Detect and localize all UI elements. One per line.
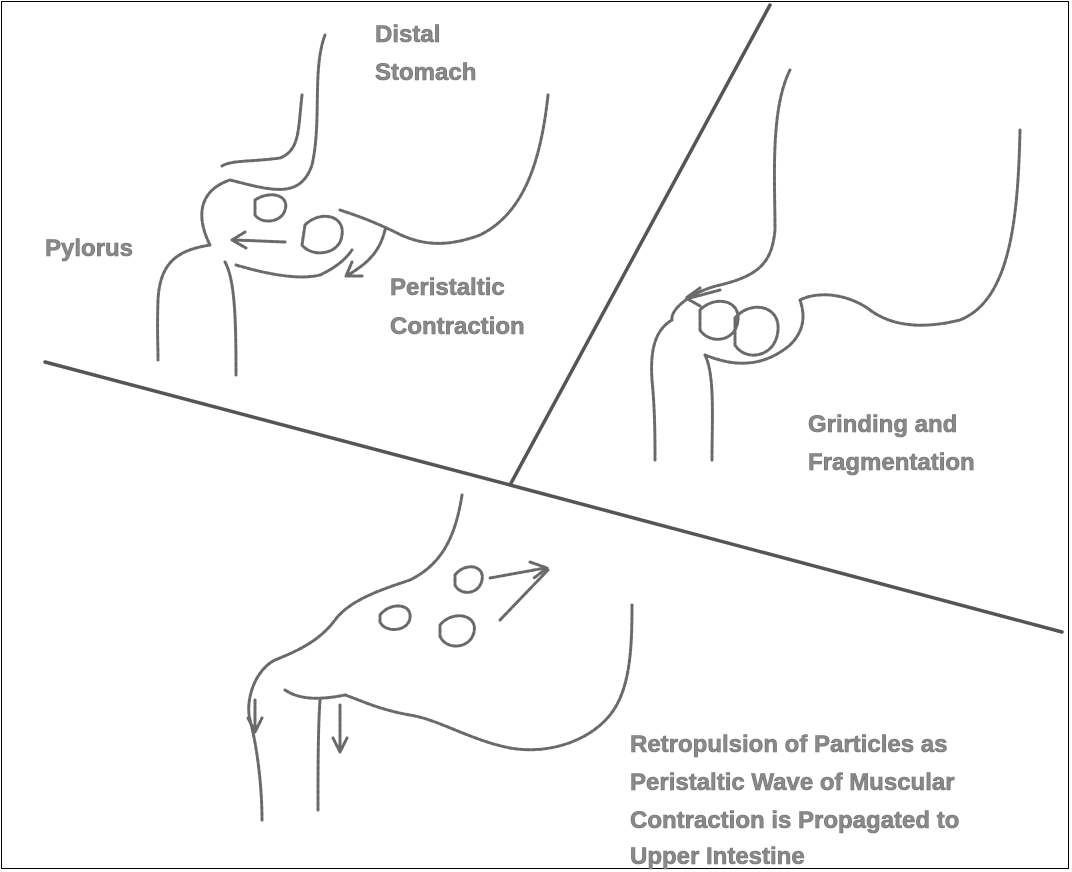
label-grinding: Grinding and (808, 411, 957, 438)
retro-stomach-upper (275, 495, 462, 660)
food-particle-2 (302, 216, 342, 253)
grinding-particle-1 (700, 301, 738, 339)
retro-arrow-down-2 (333, 705, 347, 752)
retro-arrow-diagonal (500, 570, 548, 620)
diagonal-divider-upper (510, 5, 770, 485)
grinding-stomach-right (800, 130, 1020, 325)
panel-dividers (45, 5, 1062, 632)
retro-duodenum-right-wall (318, 700, 320, 810)
grinding-duodenum-left (652, 320, 672, 460)
label-contraction: Contraction (390, 313, 525, 340)
retro-duodenum-left-wall (249, 660, 275, 820)
label-retropulsion-3: Contraction is Propagated to (630, 807, 959, 834)
stomach-curvature (340, 95, 548, 243)
retro-arrow-upper (490, 562, 547, 578)
grinding-duodenum-right (705, 355, 712, 460)
retro-particle-1 (455, 567, 482, 593)
diagram-labels: Distal Stomach Pylorus Peristaltic Contr… (45, 21, 975, 870)
retro-inner-wall (285, 690, 345, 698)
stomach-outline-upper (202, 35, 325, 245)
food-particle-1 (255, 195, 286, 221)
grinding-stomach-left (672, 70, 790, 320)
contraction-arrow (346, 230, 385, 276)
grinding-particle-2 (735, 307, 778, 355)
stomach-inner-wall (222, 95, 302, 166)
retro-particle-3 (440, 616, 474, 646)
label-fragmentation: Fragmentation (808, 449, 975, 476)
label-distal: Distal (375, 21, 440, 48)
label-retropulsion-1: Retropulsion of Particles as (630, 731, 947, 758)
pylorus-arrow (232, 232, 285, 248)
antrum-lower-wall (236, 250, 352, 277)
retro-particle-2 (380, 606, 410, 630)
label-retropulsion-4: Upper Intestine (630, 843, 805, 870)
label-peristaltic: Peristaltic (390, 274, 505, 301)
retro-stomach-curve (345, 605, 632, 750)
duodenum-left-wall (158, 245, 210, 360)
duodenum-right-wall (225, 262, 236, 375)
label-stomach: Stomach (375, 59, 476, 86)
label-pylorus: Pylorus (45, 235, 133, 262)
panel-retropulsion (248, 495, 632, 820)
label-retropulsion-2: Peristaltic Wave of Muscular (630, 769, 955, 796)
panel-grinding (652, 70, 1020, 460)
